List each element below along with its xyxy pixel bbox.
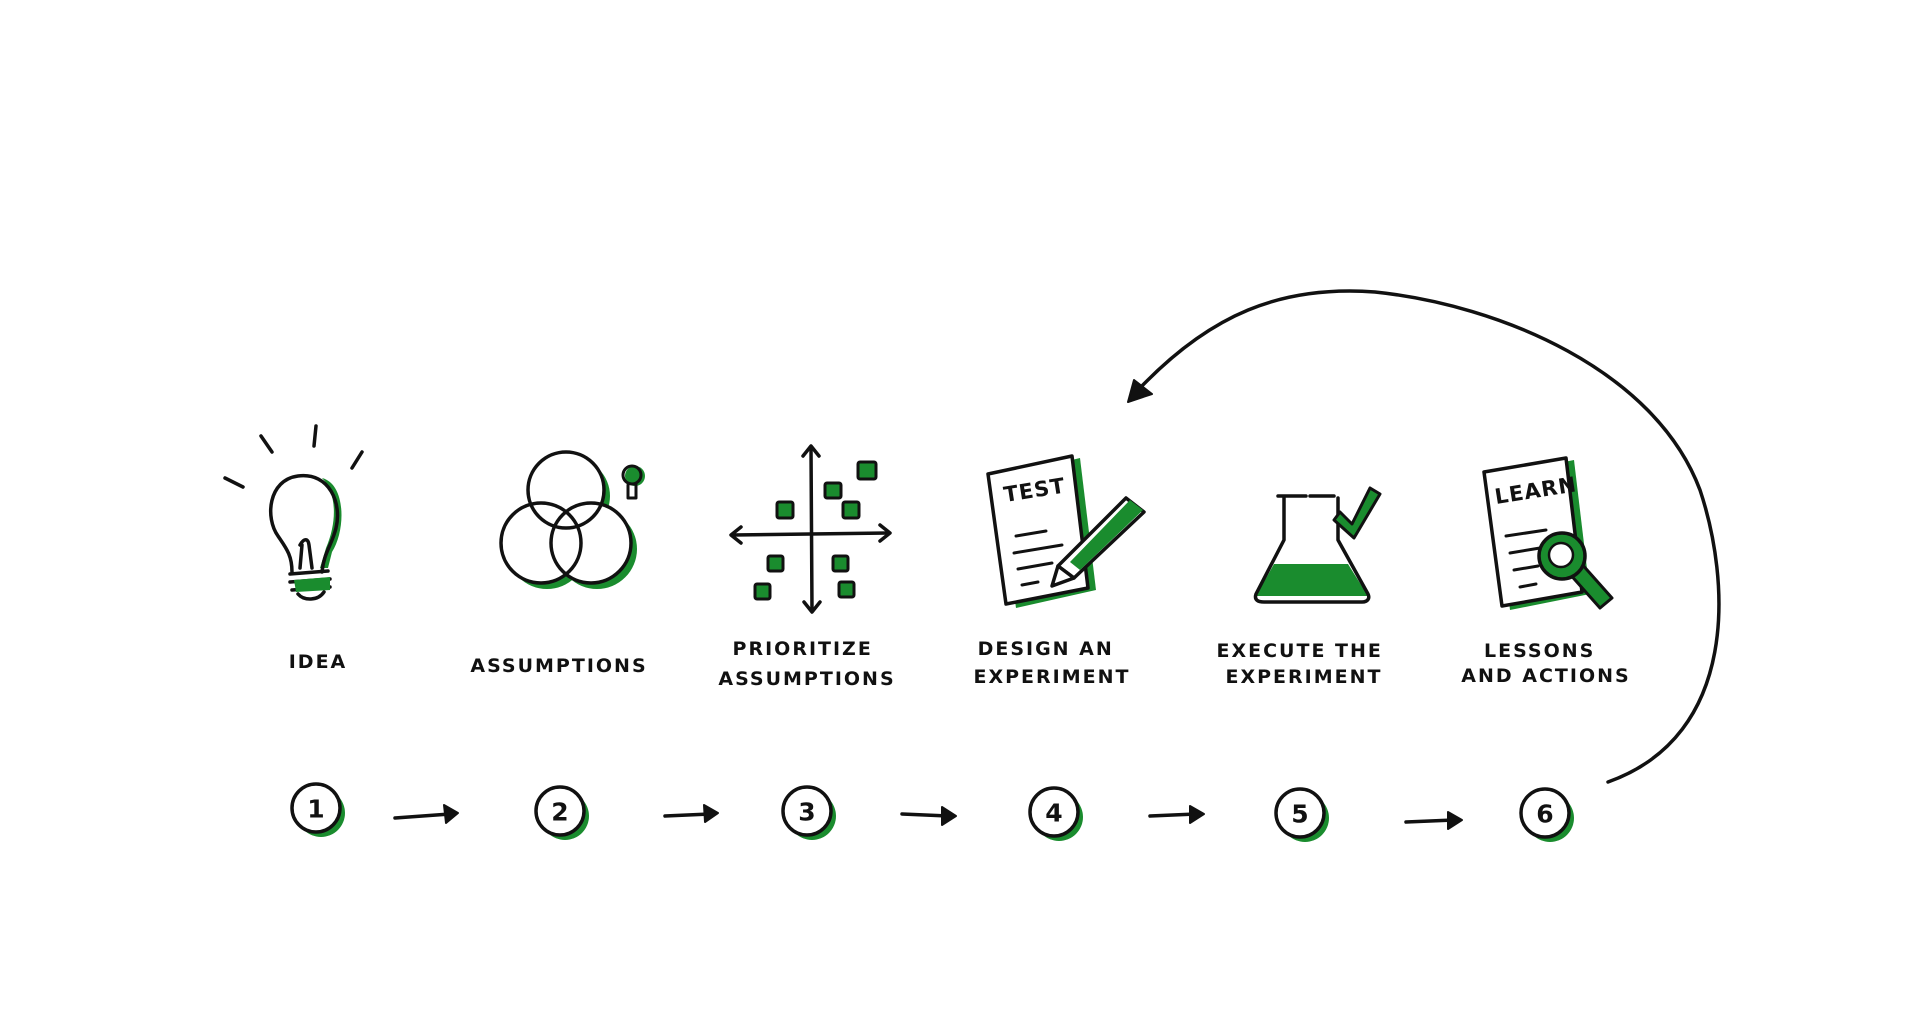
arrow-right-icon (663, 804, 719, 823)
step-1-label: IDEA (289, 651, 348, 673)
svg-text:6: 6 (1536, 800, 1553, 829)
step-6-label: LESSONS AND ACTIONS (1461, 640, 1630, 687)
step-4-label: DESIGN AN EXPERIMENT (974, 638, 1131, 688)
sequence-arrows (393, 804, 1463, 830)
step-2-number-badge: 2 (534, 785, 589, 840)
step-2-illustration (499, 450, 645, 589)
flask-checkmark-icon (1253, 486, 1382, 604)
lightbulb-icon (223, 424, 364, 601)
arrow-right-icon (1404, 811, 1463, 830)
svg-text:4: 4 (1045, 799, 1062, 828)
small-lightbulb-icon (621, 464, 645, 500)
step-1-number-badge: 1 (290, 782, 345, 837)
arrow-right-icon (900, 806, 957, 826)
learn-document-magnifier-icon: LEARN (1482, 456, 1614, 610)
step-5-number-badge: 5 (1274, 787, 1329, 842)
step-6-number-badge: 6 (1519, 787, 1574, 842)
loop-back-arrow-icon (1127, 289, 1721, 784)
step-4-illustration: TEST (986, 454, 1146, 608)
quadrant-matrix-icon (729, 444, 892, 614)
step-5-illustration (1253, 486, 1382, 604)
svg-text:2: 2 (551, 798, 568, 827)
step-3-number-badge: 3 (781, 785, 836, 840)
arrow-right-icon (1148, 805, 1205, 824)
test-document-pencil-icon: TEST (986, 454, 1146, 608)
step-3-label: PRIORITIZE ASSUMPTIONS (718, 638, 895, 690)
arrow-right-icon (393, 804, 459, 824)
step-labels: IDEA ASSUMPTIONS PRIORITIZE ASSUMPTIONS … (289, 638, 1630, 690)
svg-text:5: 5 (1291, 800, 1308, 829)
svg-text:3: 3 (798, 798, 815, 827)
svg-text:1: 1 (307, 795, 324, 824)
venn-diagram-icon (499, 450, 637, 589)
step-2-label: ASSUMPTIONS (470, 655, 647, 677)
step-6-illustration: LEARN (1482, 456, 1614, 610)
step-3-illustration (729, 444, 892, 614)
step-4-number-badge: 4 (1028, 786, 1083, 841)
step-1-illustration (223, 424, 364, 601)
step-number-badges: 1 2 3 4 5 6 (290, 782, 1574, 842)
step-5-label: EXECUTE THE EXPERIMENT (1217, 640, 1392, 688)
